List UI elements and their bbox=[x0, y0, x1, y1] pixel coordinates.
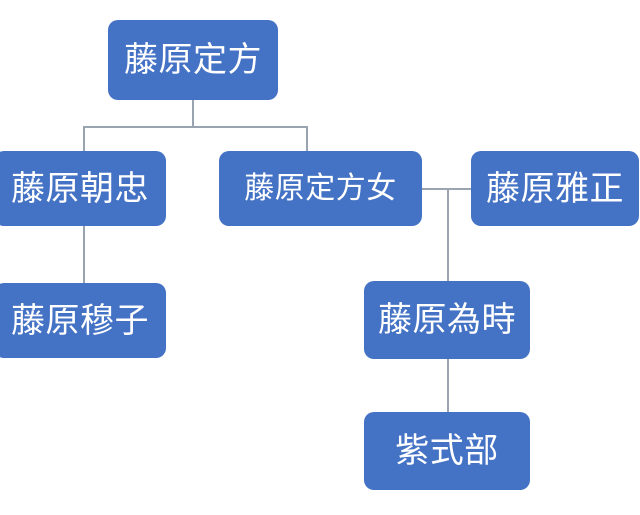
node-fujiwara-no-bokushi[interactable]: 藤原穆子 bbox=[0, 283, 166, 358]
node-murasaki-shikibu[interactable]: 紫式部 bbox=[364, 412, 530, 490]
node-label: 紫式部 bbox=[395, 432, 499, 470]
node-label: 藤原穆子 bbox=[11, 301, 149, 340]
connector-asatada-to-bokushi bbox=[83, 226, 85, 284]
connector-tametoki-to-murasaki bbox=[447, 359, 449, 413]
node-label: 藤原定方 bbox=[124, 41, 262, 79]
connector-branch-to-sadakata-daughter bbox=[306, 126, 308, 152]
connector-sadakata-children-bar bbox=[83, 126, 308, 128]
node-label: 藤原為時 bbox=[378, 301, 516, 339]
node-fujiwara-no-sadakata-daughter[interactable]: 藤原定方女 bbox=[219, 151, 422, 226]
connector-branch-to-asatada bbox=[83, 126, 85, 152]
node-label: 藤原朝忠 bbox=[11, 169, 149, 208]
node-fujiwara-no-sadakata[interactable]: 藤原定方 bbox=[108, 20, 278, 100]
node-fujiwara-no-asatada[interactable]: 藤原朝忠 bbox=[0, 151, 166, 226]
node-label: 藤原雅正 bbox=[486, 169, 624, 208]
node-label: 藤原定方女 bbox=[244, 171, 397, 205]
node-fujiwara-no-masatada[interactable]: 藤原雅正 bbox=[471, 151, 639, 226]
connector-sadakata-stem bbox=[192, 100, 194, 127]
connector-marriage-to-tametoki bbox=[447, 188, 449, 282]
node-fujiwara-no-tametoki[interactable]: 藤原為時 bbox=[364, 281, 530, 359]
connector-marriage-bar-daughter-masatada bbox=[421, 188, 472, 190]
